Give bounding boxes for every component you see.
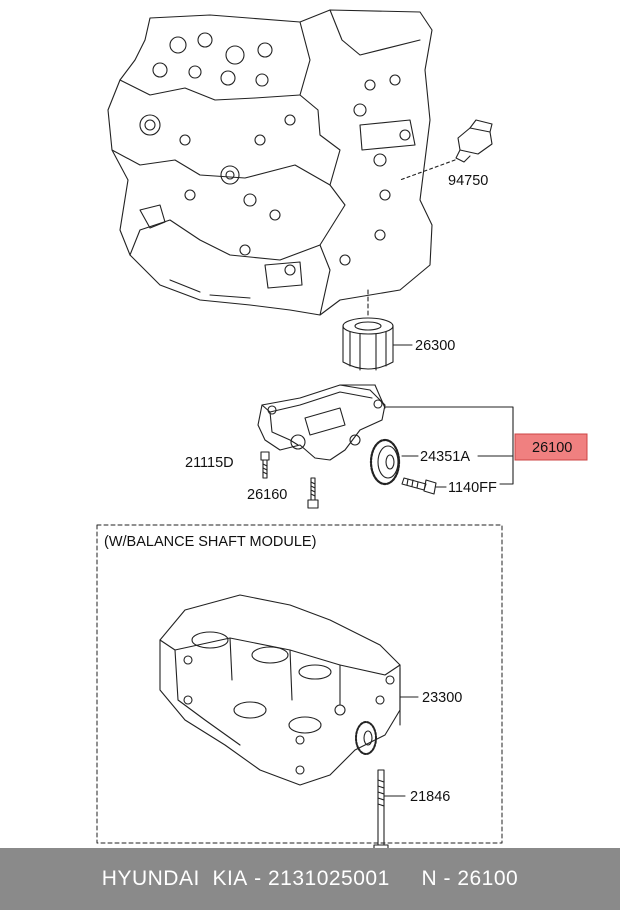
long-bolt-drawing (307, 477, 319, 509)
pump-sprocket-drawing (369, 438, 419, 486)
footer-part-number: 2131025001 (267, 867, 390, 890)
flange-bolt-drawing (401, 477, 447, 495)
highlighted-part-box (514, 433, 588, 461)
callout-94750: 94750 (448, 173, 488, 189)
stud-drawing (260, 451, 270, 479)
oil-pressure-sensor-drawing (399, 119, 493, 181)
balance-shaft-box (96, 524, 503, 844)
callout-21846: 21846 (410, 789, 450, 805)
callout-bracket (384, 406, 514, 485)
callout-23300: 23300 (422, 690, 462, 706)
footer-separator-2: - (437, 867, 458, 890)
footer-n-value: 26100 (457, 867, 519, 890)
balance-box-title: (W/BALANCE SHAFT MODULE) (104, 534, 316, 550)
callout-1140ff: 1140FF (448, 480, 497, 496)
callout-26160: 26160 (247, 487, 287, 503)
part-info-footer: HYUNDAI KIA - 2131025001 N - 26100 (0, 848, 620, 910)
balance-shaft-module-drawing (159, 594, 419, 859)
oil-pump-drawing (257, 384, 386, 461)
footer-gap (390, 867, 422, 891)
callout-24351a: 24351A (420, 449, 470, 465)
footer-separator: - (247, 867, 268, 890)
footer-brand: HYUNDAI KIA (101, 867, 248, 890)
callout-26300: 26300 (415, 338, 455, 354)
callout-21115d: 21115D (185, 455, 234, 471)
engine-block-drawing (107, 9, 433, 316)
footer-n-label: N (421, 867, 438, 890)
callout-26100: 26100 (532, 440, 572, 456)
oil-filter-drawing (342, 289, 413, 371)
